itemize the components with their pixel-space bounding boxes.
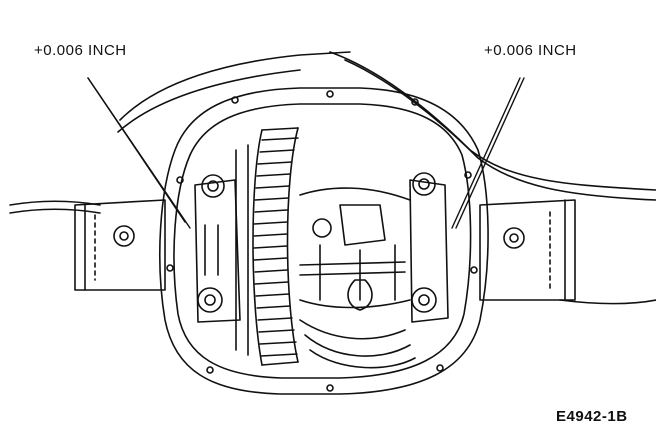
bearing-cap-left [194,174,241,323]
leader-right [451,77,521,229]
differential-case [299,187,416,369]
axle-tube-right [479,199,576,301]
ring-gear [235,127,299,366]
callout-right-label: +0.006 INCH [484,42,577,59]
leader-right-tip [455,77,525,229]
housing-flange [158,87,489,395]
leader-left-tip [87,77,191,229]
callout-left-label: +0.006 INCH [34,42,127,59]
callout-leaders [87,77,525,229]
bearing-cap-right [409,172,449,323]
frame-contours [9,51,656,305]
axle-tube-left [74,199,166,291]
figure-id-label: E4942-1B [556,408,628,425]
